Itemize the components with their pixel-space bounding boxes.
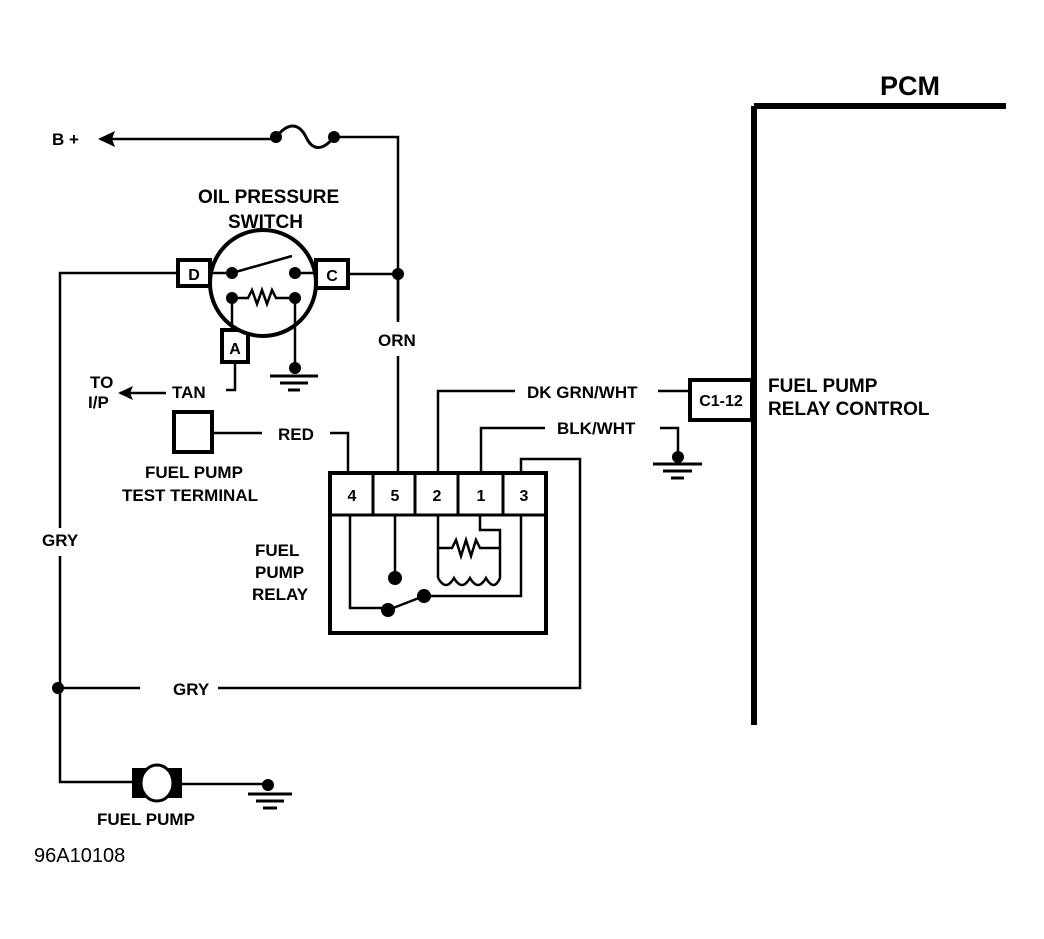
terminal-d-label: D — [188, 267, 200, 284]
oil-pressure-switch-title-2: SWITCH — [228, 212, 303, 233]
gry-wire-lower — [58, 556, 135, 784]
blk-wht-wire-left — [479, 426, 545, 472]
switch-body — [208, 228, 318, 338]
oil-pressure-switch-title-1: OIL PRESSURE — [198, 187, 339, 208]
test-terminal-label-2: TEST TERMINAL — [122, 486, 258, 505]
dk-grn-wht-wire-left — [436, 389, 515, 472]
relay-pin-2: 2 — [433, 488, 442, 505]
test-terminal-label-1: FUEL PUMP — [145, 463, 243, 482]
relay-label-1: FUEL — [255, 541, 299, 560]
fuse-icon — [274, 124, 336, 149]
pcm-circuit-label-1: FUEL PUMP — [768, 376, 878, 397]
ground-icon — [270, 374, 318, 392]
resistor-icon — [232, 286, 295, 308]
relay-coil-resistor — [436, 515, 502, 578]
red-wire-right — [330, 431, 350, 472]
ground-junction — [289, 362, 301, 374]
gry-wire-relay — [218, 457, 582, 690]
pcm-connector-c1-12 — [688, 378, 754, 422]
fuel-pump: FUEL PUMP — [97, 763, 292, 829]
arrow-left-icon — [118, 386, 133, 400]
ground-junction — [672, 451, 684, 463]
relay-coil-icon — [436, 548, 502, 587]
blk-wht-wire-right — [660, 426, 680, 456]
pcm-circuit-label-2: RELAY CONTROL — [768, 399, 930, 420]
relay-label-2: PUMP — [255, 563, 304, 582]
switch-blade — [231, 254, 293, 275]
oil-pressure-switch: OIL PRESSURE SWITCH D C A — [176, 187, 350, 392]
tan-wire — [226, 362, 237, 392]
wire-label-orn: ORN — [378, 331, 416, 350]
fuel-pump-label: FUEL PUMP — [97, 810, 195, 829]
to-ip-label-1: TO — [90, 373, 113, 392]
wire-label-tan: TAN — [172, 383, 206, 402]
wire-label-gry-vertical: GRY — [42, 531, 79, 550]
test-terminal-box — [172, 410, 214, 454]
relay-pin3-lead — [424, 515, 523, 598]
pcm-title: PCM — [880, 71, 940, 101]
ground-junction — [262, 779, 274, 791]
gry-wire-upper — [58, 271, 178, 528]
wire-label-blk-wht: BLK/WHT — [557, 419, 636, 438]
ground-icon — [248, 792, 292, 810]
fuel-pump-test-terminal: RED FUEL PUMP TEST TERMINAL — [122, 410, 350, 505]
fuel-pump-relay: FUEL PUMP RELAY 4 5 2 1 3 — [252, 471, 548, 635]
power-feed: B + — [52, 124, 400, 320]
pcm-connector-label: C1-12 — [699, 393, 743, 410]
wire-label-gry-horizontal: GRY — [173, 680, 210, 699]
fused-feed-wire — [334, 135, 400, 320]
pcm-block: PCM C1-12 FUEL PUMP RELAY CONTROL — [688, 71, 1006, 725]
switch-contact — [289, 267, 301, 279]
arrow-left-icon — [98, 131, 115, 147]
to-ip-label-2: I/P — [88, 393, 109, 412]
relay-pin-5: 5 — [391, 488, 400, 505]
relay-pin-3: 3 — [520, 488, 529, 505]
terminal-a-label: A — [229, 341, 241, 358]
ground-icon — [653, 462, 702, 480]
fuel-pump-motor-icon — [139, 763, 175, 803]
relay-contact — [388, 571, 402, 585]
relay-pin-1: 1 — [477, 488, 486, 505]
relay-pin4-lead — [348, 515, 386, 610]
wire-label-red: RED — [278, 425, 314, 444]
terminal-c-label: C — [326, 268, 338, 285]
wire-label-dk-grn-wht: DK GRN/WHT — [527, 383, 638, 402]
junction-dot — [52, 682, 64, 694]
figure-id: 96A10108 — [34, 845, 125, 867]
relay-pin-4: 4 — [348, 488, 357, 505]
battery-positive-label: B + — [52, 130, 79, 149]
relay-label-3: RELAY — [252, 585, 309, 604]
relay-switch-blade — [387, 594, 425, 612]
